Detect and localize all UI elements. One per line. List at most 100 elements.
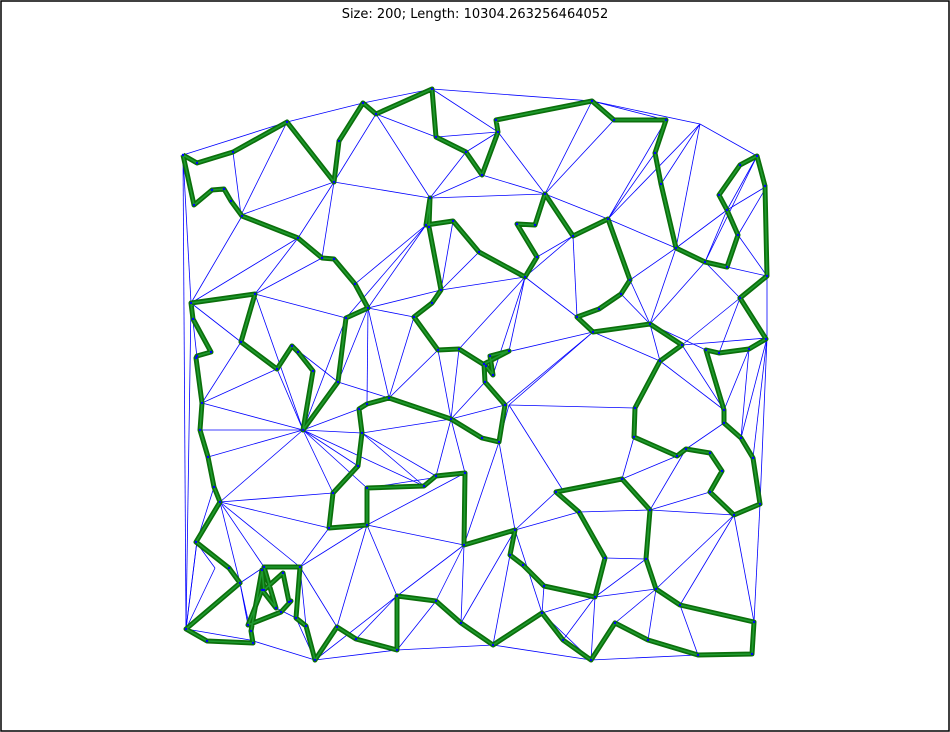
triangulation-mesh <box>182 88 768 661</box>
tour-node <box>395 594 399 598</box>
mesh-edge <box>361 432 437 477</box>
mesh-edge <box>607 152 656 220</box>
mesh-edge <box>396 544 465 597</box>
mesh-edge <box>337 381 390 399</box>
mesh-edge <box>675 123 701 249</box>
tour-node <box>590 99 594 103</box>
tour-node <box>451 219 455 223</box>
tour-node <box>184 627 188 631</box>
tour-node <box>464 150 468 154</box>
tour-node <box>732 513 736 517</box>
tour-node <box>717 351 721 355</box>
tour-node <box>523 275 527 279</box>
tour-node <box>290 344 294 348</box>
mesh-edge <box>621 436 635 480</box>
mesh-edge <box>190 237 299 304</box>
tour-node <box>521 563 525 567</box>
tour-node <box>603 556 607 560</box>
tour-node <box>365 486 369 490</box>
tour-node <box>313 658 317 662</box>
tour-node <box>361 101 365 105</box>
mesh-edge <box>514 491 557 531</box>
tour-node <box>222 187 226 191</box>
mesh-edge <box>737 185 768 236</box>
tour-node <box>619 292 623 296</box>
mesh-edge <box>302 429 359 467</box>
mesh-edge <box>396 600 437 651</box>
tour-node <box>648 322 652 326</box>
tour-node <box>755 154 759 158</box>
tour-node <box>337 139 341 143</box>
mesh-edge <box>366 524 465 546</box>
mesh-edge <box>361 432 425 487</box>
mesh-edge <box>286 102 364 123</box>
tour-node <box>335 625 339 629</box>
tour-node <box>738 163 742 167</box>
mesh-edge <box>481 174 546 195</box>
tour-node <box>289 599 293 603</box>
tour-node <box>212 485 216 489</box>
mesh-edge <box>562 596 596 641</box>
tour-node <box>765 274 769 278</box>
plot-title: Size: 200; Length: 10304.263256464052 <box>341 7 609 22</box>
mesh-edge <box>302 429 334 494</box>
mesh-edge <box>594 558 647 598</box>
tour-node <box>513 528 517 532</box>
tour-node <box>758 502 762 506</box>
mesh-edge <box>361 418 452 434</box>
mesh-edge <box>620 293 651 325</box>
mesh-edge <box>440 251 480 291</box>
tour-node <box>554 490 558 494</box>
tour-node <box>503 403 507 407</box>
mesh-edge <box>737 234 768 277</box>
tour-node <box>633 406 637 410</box>
tour-node <box>725 208 729 212</box>
tour-node <box>281 571 285 575</box>
tour-node <box>210 188 214 192</box>
tour-node <box>480 436 484 440</box>
tour-node <box>434 474 438 478</box>
mesh-edge <box>578 509 651 513</box>
tour-node <box>198 428 202 432</box>
tour-node <box>593 595 597 599</box>
tour-node <box>763 184 767 188</box>
mesh-edge <box>590 596 596 661</box>
mesh-edge <box>508 276 526 352</box>
tour-node <box>304 624 308 628</box>
tour-node <box>449 417 453 421</box>
tour-path <box>180 86 770 663</box>
mesh-edge <box>431 88 593 102</box>
tour-node <box>296 236 300 240</box>
tour-node <box>597 307 601 311</box>
mesh-edge <box>440 220 454 291</box>
mesh-edge <box>249 639 316 661</box>
tour-node <box>430 301 434 305</box>
tour-node <box>463 471 467 475</box>
tour-node <box>424 223 428 227</box>
tour-node <box>365 402 369 406</box>
tour-node <box>653 151 657 155</box>
tour-node <box>191 317 195 321</box>
tour-node <box>301 428 305 432</box>
tour-node <box>720 469 724 473</box>
mesh-edge <box>508 404 565 493</box>
tour-node <box>194 540 198 544</box>
mesh-edge <box>275 607 297 619</box>
tour-node <box>253 292 257 296</box>
mesh-edge <box>207 429 304 458</box>
tour-node <box>571 234 575 238</box>
mesh-edge <box>607 218 677 249</box>
mesh-edge <box>649 261 706 325</box>
tour-node <box>708 451 712 455</box>
tour-node <box>488 354 492 358</box>
mesh-edge <box>388 316 415 399</box>
tour-node <box>628 278 632 282</box>
tour-node <box>747 347 751 351</box>
tour-node <box>189 301 193 305</box>
tour-node <box>260 588 264 592</box>
mesh-edge <box>299 524 368 568</box>
mesh-edge <box>699 123 758 157</box>
mesh-edge <box>614 588 657 624</box>
mesh-edge <box>185 567 216 630</box>
